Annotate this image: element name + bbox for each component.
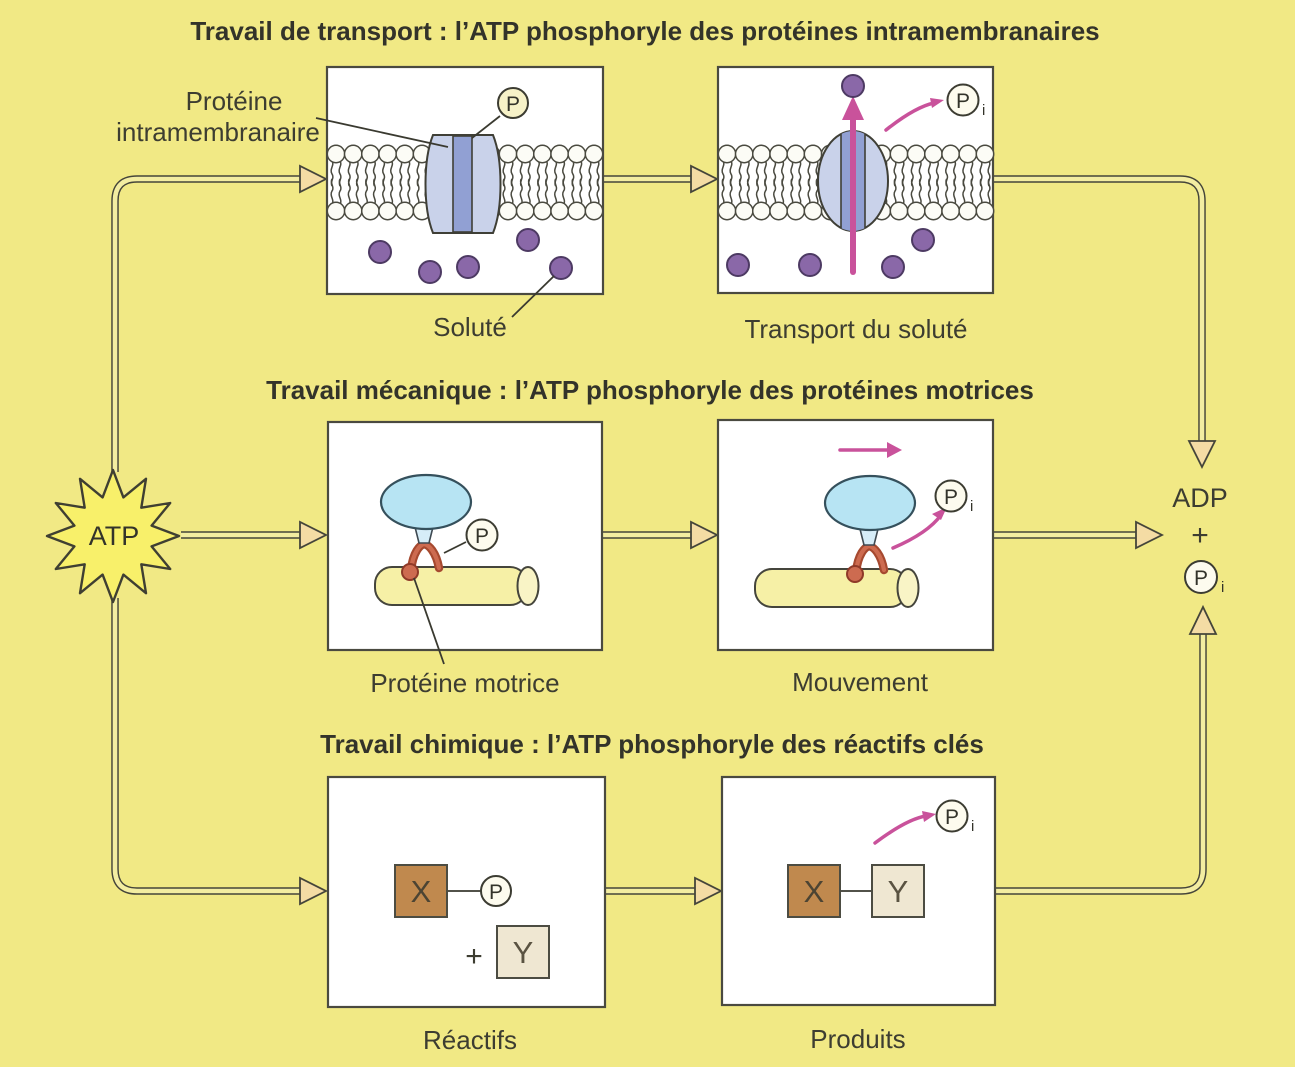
solute-dot (726, 253, 750, 277)
solute-label: Soluté (433, 312, 507, 342)
motor-label-leader (413, 577, 445, 665)
reactant-y-square (496, 925, 550, 979)
pi-p: P (1194, 567, 1208, 590)
pi-p: P (945, 806, 959, 829)
mechanical-title: Travail mécanique : l’ATP phosphoryle de… (266, 375, 1034, 405)
motor-protein (379, 473, 473, 581)
arrowhead-chemical-step (694, 876, 724, 906)
pi-subscript: i (982, 102, 985, 119)
phosphate-p: P (475, 525, 489, 548)
p-leader-line (443, 541, 467, 554)
solute-dot (798, 253, 822, 277)
transport-caption: Transport du soluté (744, 314, 967, 344)
pi-circle (1184, 560, 1218, 594)
solute-dot (516, 228, 540, 252)
chemical-reactants-panel (326, 775, 607, 1009)
reactant-x-label: X (411, 874, 432, 909)
product-y-label: Y (888, 874, 909, 909)
solute-dot-transported (841, 74, 865, 98)
p-leader-line (471, 115, 501, 139)
pi-subscript: i (1221, 579, 1224, 596)
arrowhead-transport-to-adp (1187, 440, 1217, 470)
arrowhead-transport-step (690, 164, 720, 194)
solute-dot (418, 260, 442, 284)
products-caption: Produits (810, 1024, 905, 1054)
transport-section: Travail de transport : l’ATP phosphoryle… (116, 16, 1100, 344)
protein-label-leader (315, 117, 449, 148)
pi-release: P i (891, 479, 973, 550)
reactant-y-label: Y (513, 935, 534, 970)
phosphate-circle (497, 87, 529, 119)
protein-label-line1: Protéine (186, 86, 283, 116)
solute-dot (456, 255, 480, 279)
pi-release: P i (884, 83, 985, 132)
arrowhead-mechanical-to-adp (1135, 520, 1165, 550)
pi-release: P i (873, 799, 974, 845)
pi-circle (935, 799, 969, 833)
plus-sign: + (1191, 519, 1209, 552)
motion-arrow (838, 442, 902, 458)
transport-title: Travail de transport : l’ATP phosphoryle… (190, 16, 1099, 46)
arrowhead-mechanical-step (690, 520, 720, 550)
mechanical-before-panel (326, 420, 604, 652)
pi-subscript: i (971, 818, 974, 835)
arrowhead-atp-to-transport (299, 164, 329, 194)
solute-label-leader (511, 275, 555, 318)
solute-dot (911, 228, 935, 252)
adp-pi-output: ADP + P i (1172, 483, 1228, 596)
pi-subscript: i (970, 498, 973, 515)
arrowhead-atp-to-chemical (299, 876, 329, 906)
motor-foot (401, 563, 419, 581)
mechanical-caption: Mouvement (792, 667, 929, 697)
pi-circle (934, 479, 968, 513)
phosphate-p: P (489, 881, 503, 904)
solute-dot (881, 255, 905, 279)
plus-sign: + (465, 940, 483, 973)
mechanical-section: Travail mécanique : l’ATP phosphoryle de… (266, 375, 1034, 698)
protein-label-line2: intramembranaire (116, 117, 320, 147)
product-x-label: X (804, 874, 825, 909)
solute-transport-arrow (842, 96, 864, 275)
atp-starburst: ATP (45, 468, 181, 604)
motor-head (823, 474, 917, 532)
solute-dots (368, 228, 573, 284)
arrowhead-atp-to-mechanical (299, 520, 329, 550)
chemical-title: Travail chimique : l’ATP phosphoryle des… (320, 729, 984, 759)
adp-label: ADP (1172, 483, 1228, 513)
solute-dot (368, 240, 392, 264)
pi-p: P (944, 486, 958, 509)
pi-p: P (956, 90, 970, 113)
reactants-caption: Réactifs (423, 1025, 517, 1055)
motor-label: Protéine motrice (370, 668, 559, 698)
filament (374, 566, 540, 606)
phosphate-circle (480, 875, 512, 907)
reactant-x-square (394, 864, 448, 918)
mechanical-after-panel (716, 418, 995, 652)
arrowhead-chemical-to-pi (1188, 604, 1218, 635)
product-x-square (787, 864, 841, 918)
motor-foot (846, 565, 864, 583)
atp-label: ATP (89, 521, 140, 551)
connector-arrows (111, 164, 1218, 906)
solute-dot (549, 256, 573, 280)
motor-head (379, 473, 473, 531)
phosphate-p: P (506, 93, 520, 116)
pi-circle (946, 83, 980, 117)
product-y-square (871, 864, 925, 918)
motor-protein (823, 474, 917, 583)
phosphate-circle (465, 518, 499, 552)
motor-neck (858, 528, 880, 546)
filament (754, 568, 920, 608)
solute-dots (726, 74, 935, 279)
chemical-section: Travail chimique : l’ATP phosphoryle des… (320, 729, 997, 1055)
protein-channel (452, 135, 473, 233)
starburst-shape (45, 468, 181, 604)
